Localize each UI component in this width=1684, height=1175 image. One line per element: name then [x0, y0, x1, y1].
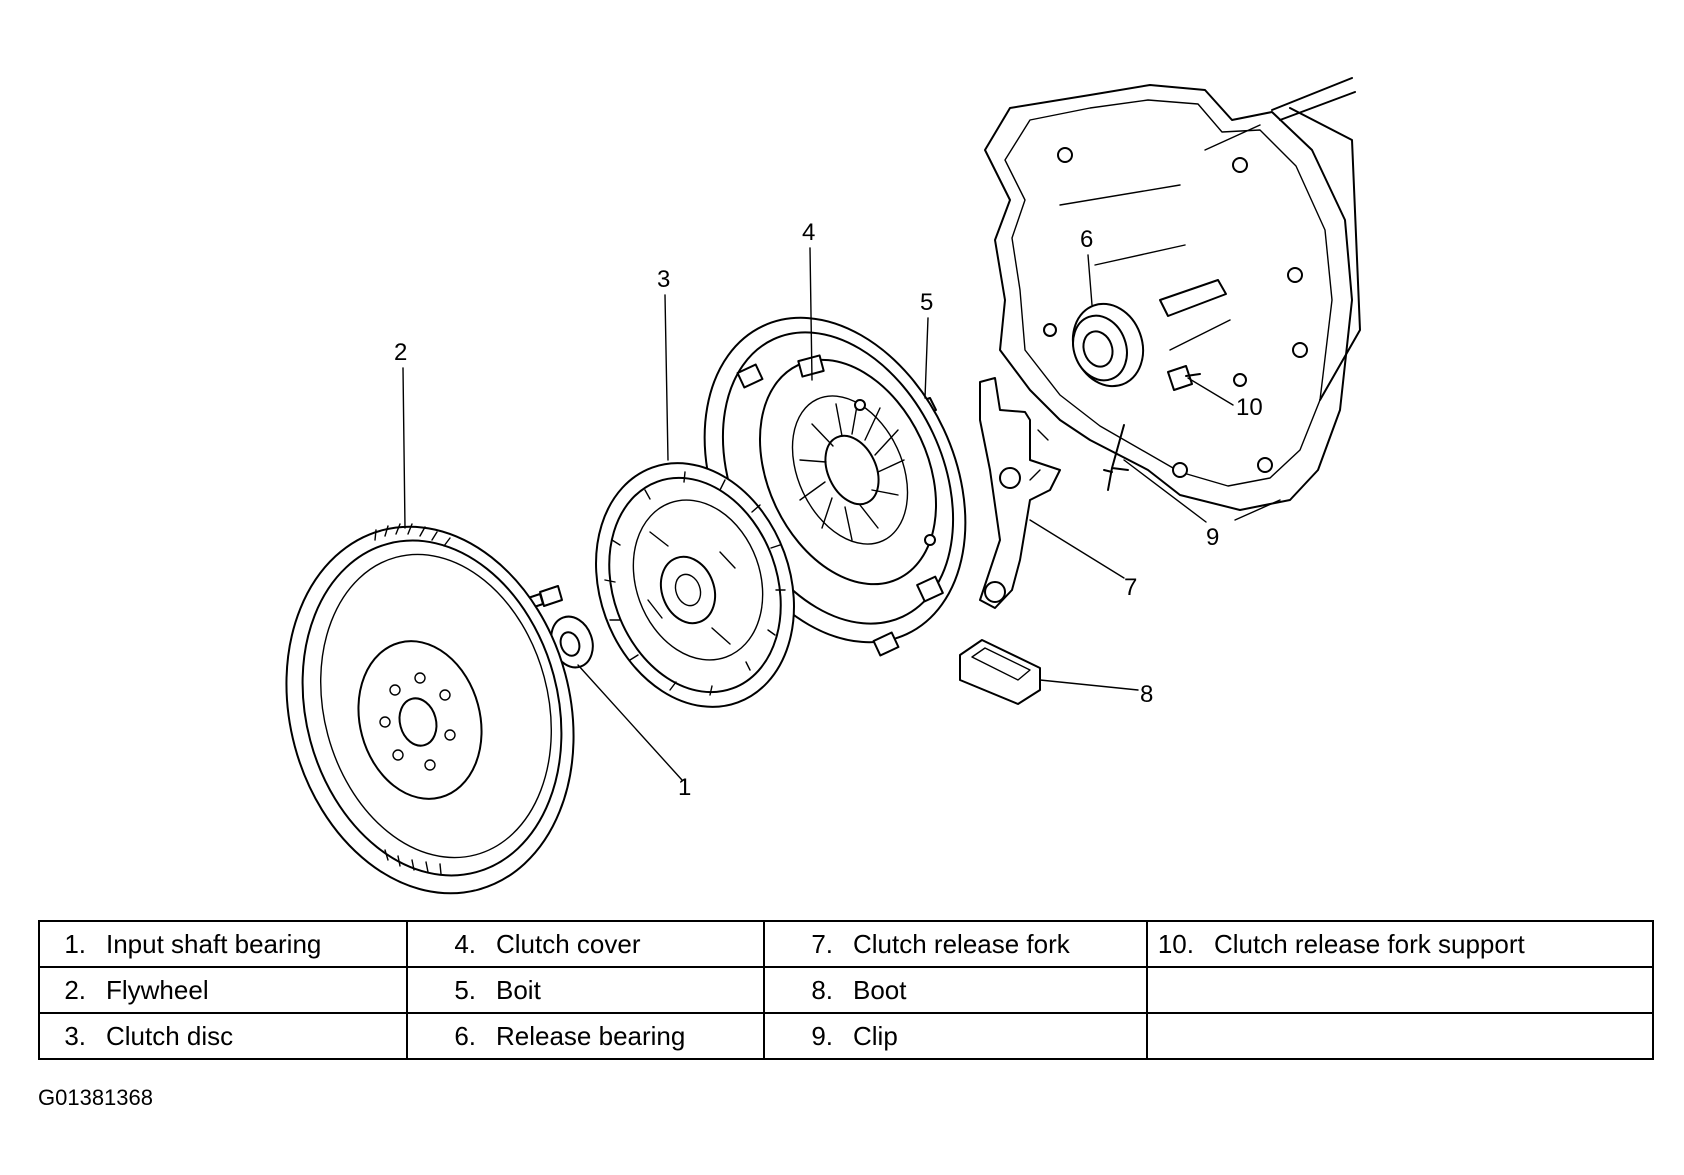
- legend-label: Clutch cover: [496, 928, 641, 959]
- callout-8: 8: [1140, 681, 1153, 708]
- legend-label: Boit: [496, 974, 541, 1005]
- legend-label: Input shaft bearing: [106, 928, 322, 959]
- transmission-housing: [984, 77, 1361, 521]
- release-bearing-drawing: [1071, 302, 1145, 388]
- callout-1: 1: [678, 774, 691, 801]
- legend-number: 8.: [811, 974, 833, 1005]
- fork-support-drawing: [1167, 365, 1201, 391]
- legend-label: Clutch release fork support: [1214, 928, 1525, 959]
- callout-9: 9: [1206, 524, 1219, 551]
- figure-id: G01381368: [38, 1085, 153, 1110]
- legend-cell: [1146, 966, 1654, 1014]
- legend-cell: 8. Boot: [763, 966, 1148, 1014]
- clutch-disc-drawing: [595, 462, 795, 708]
- legend-label: Clutch disc: [106, 1020, 234, 1051]
- legend-label: Release bearing: [496, 1020, 686, 1051]
- legend-label: Clutch release fork: [853, 928, 1070, 959]
- callout-6: 6: [1080, 226, 1093, 253]
- legend-label: Boot: [853, 974, 907, 1005]
- clutch-exploded-diagram: 1 2 3 4 5 6 7 8 9 10: [285, 77, 1361, 895]
- legend-number: 10.: [1157, 928, 1194, 959]
- legend-number: 1.: [64, 928, 86, 959]
- legend-row: 1. Input shaft bearing 4. Clutch cover 7. C…: [38, 920, 1654, 968]
- input-shaft-bearing-drawing: [527, 585, 594, 669]
- callout-5: 5: [920, 289, 933, 316]
- legend-number: 9.: [811, 1020, 833, 1051]
- callout-3: 3: [657, 266, 670, 293]
- clip-drawing: [1103, 424, 1129, 491]
- legend-cell: 1. Input shaft bearing: [38, 920, 408, 968]
- release-fork-drawing: [979, 377, 1061, 609]
- legend-label: Clip: [853, 1020, 898, 1051]
- legend-cell: 3. Clutch disc: [38, 1012, 408, 1060]
- legend-number: 6.: [454, 1020, 476, 1051]
- callout-7: 7: [1124, 574, 1137, 601]
- legend-row: 3. Clutch disc 6. Release bearing 9. Clip: [38, 1012, 1654, 1060]
- legend-number: 2.: [64, 974, 86, 1005]
- legend-row: 2. Flywheel 5. Boit 8. Boot: [38, 966, 1654, 1014]
- legend-cell: 4. Clutch cover: [406, 920, 765, 968]
- flywheel-drawing: [285, 523, 575, 895]
- callout-2: 2: [394, 339, 407, 366]
- legend-number: 5.: [454, 974, 476, 1005]
- callout-4: 4: [802, 219, 815, 246]
- leader-lines: [402, 247, 1234, 781]
- legend-cell: [1146, 1012, 1654, 1060]
- legend-label: Flywheel: [106, 974, 209, 1005]
- parts-legend-table: 1. Input shaft bearing 4. Clutch cover 7. C…: [38, 920, 1654, 1060]
- legend-cell: 7. Clutch release fork: [763, 920, 1148, 968]
- legend-cell: 6. Release bearing: [406, 1012, 765, 1060]
- legend-number: 4.: [454, 928, 476, 959]
- boot-drawing: [959, 639, 1041, 705]
- legend-cell: 9. Clip: [763, 1012, 1148, 1060]
- legend-number: 7.: [811, 928, 833, 959]
- callout-10: 10: [1236, 394, 1263, 421]
- legend-number: 3.: [64, 1020, 86, 1051]
- legend-cell: 5. Boit: [406, 966, 765, 1014]
- legend-cell: 10. Clutch release fork support: [1146, 920, 1654, 968]
- legend-cell: 2. Flywheel: [38, 966, 408, 1014]
